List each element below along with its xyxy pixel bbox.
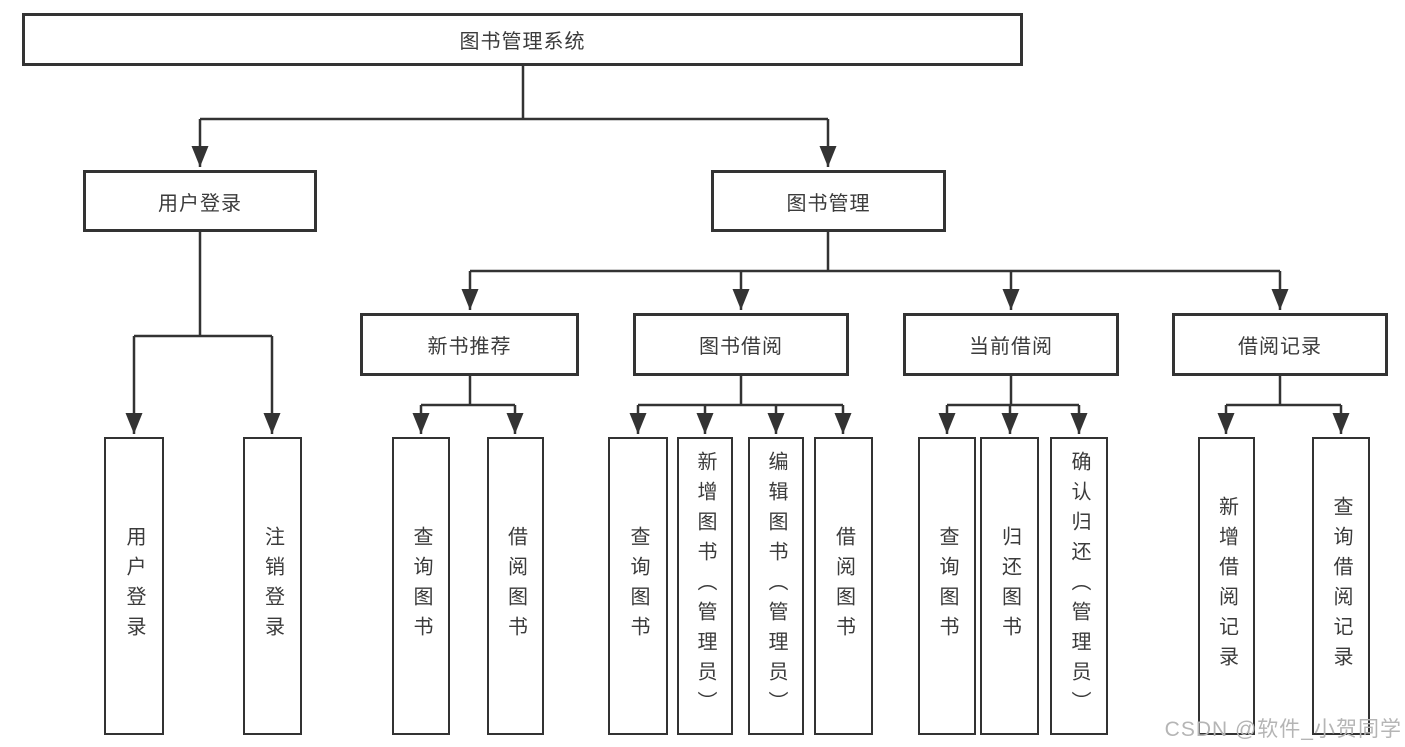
leaf-query-books-recommend: 查询图书	[392, 437, 450, 735]
node-new-book-recommendation-label: 新书推荐	[427, 336, 512, 358]
leaf-borrow-books-borrowing: 借阅图书	[814, 437, 873, 735]
node-user-login: 用户登录	[83, 170, 317, 232]
leaf-borrow-books-recommend-label: 借阅图书	[504, 526, 527, 646]
leaf-query-books-current: 查询图书	[918, 437, 976, 735]
node-borrowing-records: 借阅记录	[1172, 313, 1388, 376]
leaf-user-login: 用户登录	[104, 437, 164, 735]
node-book-management: 图书管理	[711, 170, 946, 232]
leaf-query-borrow-record-label: 查询借阅记录	[1330, 496, 1352, 676]
node-book-management-label: 图书管理	[786, 192, 871, 215]
node-book-borrowing-label: 图书借阅	[699, 336, 783, 358]
node-book-borrowing: 图书借阅	[633, 313, 849, 376]
leaf-logout-login-label: 注销登录	[261, 526, 284, 646]
leaf-add-books-admin: 新增图书（管理员）	[677, 437, 733, 735]
leaf-edit-books-admin-label: 编辑图书（管理员）	[765, 451, 787, 721]
leaf-add-borrow-record: 新增借阅记录	[1198, 437, 1255, 735]
leaf-add-books-admin-label: 新增图书（管理员）	[694, 451, 716, 721]
leaf-add-borrow-record-label: 新增借阅记录	[1215, 496, 1238, 676]
node-library-system-label: 图书管理系统	[459, 31, 586, 53]
node-current-borrowing-label: 当前借阅	[969, 336, 1053, 358]
leaf-edit-books-admin: 编辑图书（管理员）	[748, 437, 804, 735]
leaf-confirm-return-admin-label: 确认归还（管理员）	[1068, 451, 1090, 721]
leaf-borrow-books-recommend: 借阅图书	[487, 437, 544, 735]
node-library-system: 图书管理系统	[22, 13, 1023, 66]
node-borrowing-records-label: 借阅记录	[1238, 336, 1322, 358]
leaf-borrow-books-borrowing-label: 借阅图书	[832, 526, 855, 646]
node-new-book-recommendation: 新书推荐	[360, 313, 579, 376]
leaf-query-books-current-label: 查询图书	[936, 526, 958, 646]
leaf-confirm-return-admin: 确认归还（管理员）	[1050, 437, 1108, 735]
leaf-query-borrow-record: 查询借阅记录	[1312, 437, 1370, 735]
leaf-logout-login: 注销登录	[243, 437, 302, 735]
leaf-query-books-borrowing: 查询图书	[608, 437, 668, 735]
node-user-login-label: 用户登录	[158, 192, 242, 215]
leaf-query-books-borrowing-label: 查询图书	[627, 526, 649, 646]
leaf-query-books-recommend-label: 查询图书	[410, 526, 432, 646]
watermark: CSDN @软件_小贺同学	[1164, 718, 1402, 741]
node-current-borrowing: 当前借阅	[903, 313, 1119, 376]
leaf-user-login-label: 用户登录	[123, 526, 145, 646]
leaf-return-books: 归还图书	[980, 437, 1039, 735]
leaf-return-books-label: 归还图书	[998, 526, 1021, 646]
